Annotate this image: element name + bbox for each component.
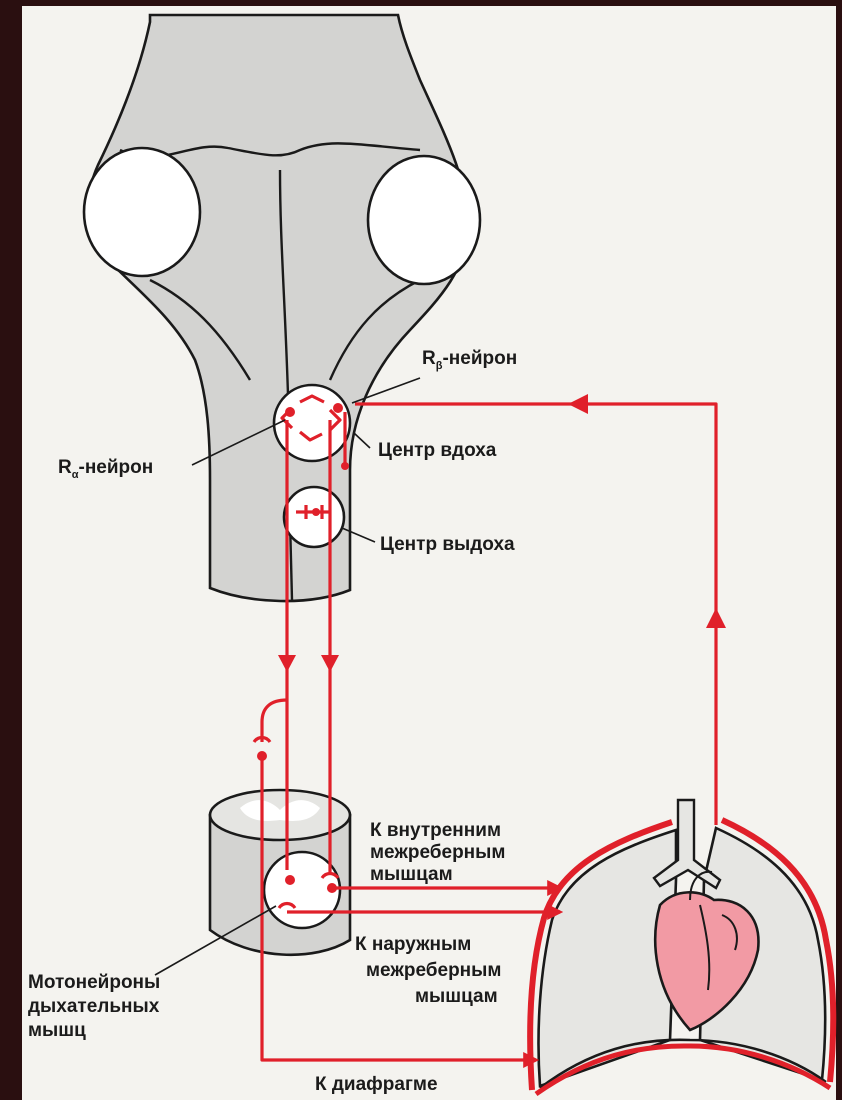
motoneurons-line3: мышц — [28, 1020, 86, 1041]
external-intercostal-line3: мышцам — [415, 986, 498, 1007]
internal-intercostal-line2: межреберным — [370, 842, 505, 863]
motoneurons-line1: Мотонейроны — [28, 972, 160, 993]
left-cerebellar-peduncle — [84, 148, 200, 276]
expiration-center-circle — [284, 487, 344, 547]
inspiration-center-label: Центр вдоха — [378, 440, 497, 461]
afferent-arrow-left — [568, 394, 588, 414]
internal-intercostal-line3: мышцам — [370, 864, 453, 885]
descending-arrow-2 — [321, 655, 339, 672]
diaphragm-label: К диафрагме — [315, 1074, 438, 1095]
external-intercostal-line1: К наружным — [355, 934, 471, 955]
spinal-motoneuron-1 — [285, 875, 295, 885]
inhibitory-synapse — [341, 462, 349, 470]
afferent-arrow-up — [706, 608, 726, 628]
external-intercostal-line2: межреберным — [366, 960, 501, 981]
internal-intercostal-line1: К внутренним — [370, 820, 501, 841]
r-beta-label: Rβ-нейрон — [422, 348, 517, 372]
r-alpha-neuron-soma — [285, 407, 295, 417]
phrenic-branch — [262, 700, 287, 742]
descending-arrow-1 — [278, 655, 296, 672]
right-cerebellar-peduncle — [368, 156, 480, 284]
r-alpha-label: Rα-нейрон — [58, 457, 153, 481]
afferent-path — [355, 404, 716, 825]
brainstem — [84, 15, 480, 601]
r-beta-neuron-soma — [333, 403, 343, 413]
expiration-neuron-soma — [312, 508, 320, 516]
leader-inspiration — [354, 433, 370, 448]
thorax — [530, 800, 833, 1094]
expiration-center-label: Центр выдоха — [380, 534, 515, 555]
motoneurons-line2: дыхательных — [28, 996, 160, 1017]
brainstem-body — [89, 15, 468, 601]
